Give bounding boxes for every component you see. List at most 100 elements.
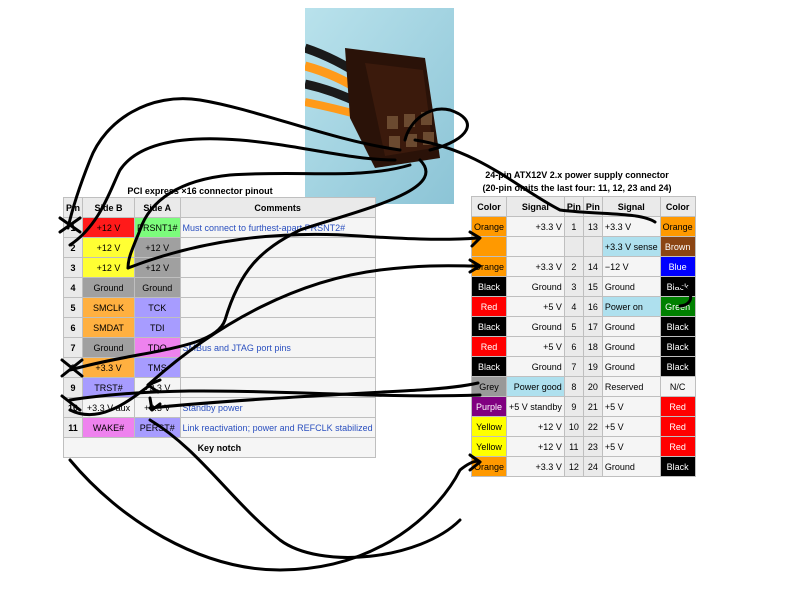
pcie-row-3: 3+12 V+12 V xyxy=(62,257,376,278)
atx-right-signal: +3.3 V sense xyxy=(601,236,661,257)
pcie-side-b-signal: SMDAT xyxy=(82,317,136,338)
pcie-side-b-signal: Ground xyxy=(82,277,136,298)
atx-left-color: Yellow xyxy=(470,436,508,457)
pcie-side-b-signal: +3.3 V xyxy=(82,357,136,378)
atx-right-signal: +3.3 V xyxy=(601,216,661,237)
atx-left-signal: +3.3 V xyxy=(506,456,565,477)
pcie-pin-number: 8 xyxy=(62,357,84,378)
atx-left-pin: 8 xyxy=(563,376,584,397)
atx-header-row: Color Signal Pin Pin Signal Color xyxy=(470,196,696,217)
pcie-pin-number: 11 xyxy=(62,417,84,438)
atx-left-pin: 11 xyxy=(563,436,584,457)
atx-left-pin: 3 xyxy=(563,276,584,297)
atx-right-pin xyxy=(582,236,603,257)
pcie-pin-number: 10 xyxy=(62,397,84,418)
atx-right-color: Red xyxy=(659,416,696,437)
atx-right-signal: +5 V xyxy=(601,396,661,417)
pcie-col-pin: Pin xyxy=(62,197,84,218)
atx-right-pin: 24 xyxy=(582,456,603,477)
pcie-comment xyxy=(179,277,376,298)
pcie-header-row: Pin Side B Side A Comments xyxy=(62,197,376,218)
atx-right-color: Black xyxy=(659,336,696,357)
atx-left-color: Black xyxy=(470,276,508,297)
atx-right-color: Brown xyxy=(659,236,696,257)
pcie-side-b-signal: +3.3 V aux xyxy=(82,397,136,418)
atx-left-signal: +3.3 V xyxy=(506,256,565,277)
atx-right-color: Red xyxy=(659,436,696,457)
atx-right-pin: 20 xyxy=(582,376,603,397)
atx-right-pin: 17 xyxy=(582,316,603,337)
atx-col-pin-left: Pin xyxy=(563,196,584,217)
pcie-side-a-signal: TDI xyxy=(134,317,181,338)
pcie-side-a-signal: +3.3 V xyxy=(134,397,181,418)
atx-left-signal: +12 V xyxy=(506,416,565,437)
atx-right-color: N/C xyxy=(659,376,696,397)
atx-right-signal: Ground xyxy=(601,456,661,477)
atx-right-pin: 21 xyxy=(582,396,603,417)
atx-left-pin: 10 xyxy=(563,416,584,437)
atx-left-pin: 2 xyxy=(563,256,584,277)
atx-right-pin: 15 xyxy=(582,276,603,297)
atx-left-pin: 9 xyxy=(563,396,584,417)
atx-left-color: Purple xyxy=(470,396,508,417)
pcie-col-comments: Comments xyxy=(179,197,376,218)
pcie-comment xyxy=(179,317,376,338)
pcie-comment: SMBus and JTAG port pins xyxy=(179,337,376,358)
pcie-side-a-signal: PRSNT1# xyxy=(134,217,181,238)
atx-right-pin: 16 xyxy=(582,296,603,317)
pcie-comment: Link reactivation; power and REFCLK stab… xyxy=(179,417,376,438)
pcie-side-b-signal: Ground xyxy=(82,337,136,358)
atx-table-subtitle: (20-pin omits the last four: 11, 12, 23 … xyxy=(482,183,672,193)
atx-left-color: Red xyxy=(470,296,508,317)
atx-right-signal: +5 V xyxy=(601,436,661,457)
atx-left-signal: +12 V xyxy=(506,436,565,457)
atx-col-signal-left: Signal xyxy=(506,196,565,217)
pcie-side-b-signal: SMCLK xyxy=(82,297,136,318)
atx-col-color-right: Color xyxy=(659,196,696,217)
pcie-comment xyxy=(179,297,376,318)
atx-right-color: Black xyxy=(659,276,696,297)
pcie-row-2: 2+12 V+12 V xyxy=(62,237,376,258)
atx-left-color: Yellow xyxy=(470,416,508,437)
atx-left-color: Orange xyxy=(470,456,508,477)
atx-left-color: Grey xyxy=(470,376,508,397)
pcie-pin-number: 1 xyxy=(62,217,84,238)
atx-right-pin: 23 xyxy=(582,436,603,457)
atx-left-signal: +5 V xyxy=(506,296,565,317)
pcie-side-a-signal: TCK xyxy=(134,297,181,318)
atx-left-color: Black xyxy=(470,356,508,377)
atx-right-signal: Ground xyxy=(601,336,661,357)
atx-col-signal-right: Signal xyxy=(601,196,661,217)
atx-right-color: Red xyxy=(659,396,696,417)
atx-left-signal: Power good xyxy=(506,376,565,397)
atx-left-pin xyxy=(563,236,584,257)
pcie-side-b-signal: TRST# xyxy=(82,377,136,398)
pcie-side-b-signal: WAKE# xyxy=(82,417,136,438)
pcie-pin-number: 2 xyxy=(62,237,84,258)
atx-right-color: Blue xyxy=(659,256,696,277)
atx-col-color-left: Color xyxy=(470,196,508,217)
atx-right-pin: 13 xyxy=(582,216,603,237)
atx-left-signal xyxy=(506,236,565,257)
atx-left-signal: +5 V xyxy=(506,336,565,357)
atx-left-signal: Ground xyxy=(506,316,565,337)
wire-pcie-to-atx-bottom xyxy=(68,458,482,572)
atx-left-color: Red xyxy=(470,336,508,357)
atx-right-pin: 18 xyxy=(582,336,603,357)
atx-right-pin: 22 xyxy=(582,416,603,437)
atx-right-signal: Ground xyxy=(601,276,661,297)
atx-right-pin: 14 xyxy=(582,256,603,277)
atx-left-pin: 1 xyxy=(563,216,584,237)
pcie-pin-number: 3 xyxy=(62,257,84,278)
